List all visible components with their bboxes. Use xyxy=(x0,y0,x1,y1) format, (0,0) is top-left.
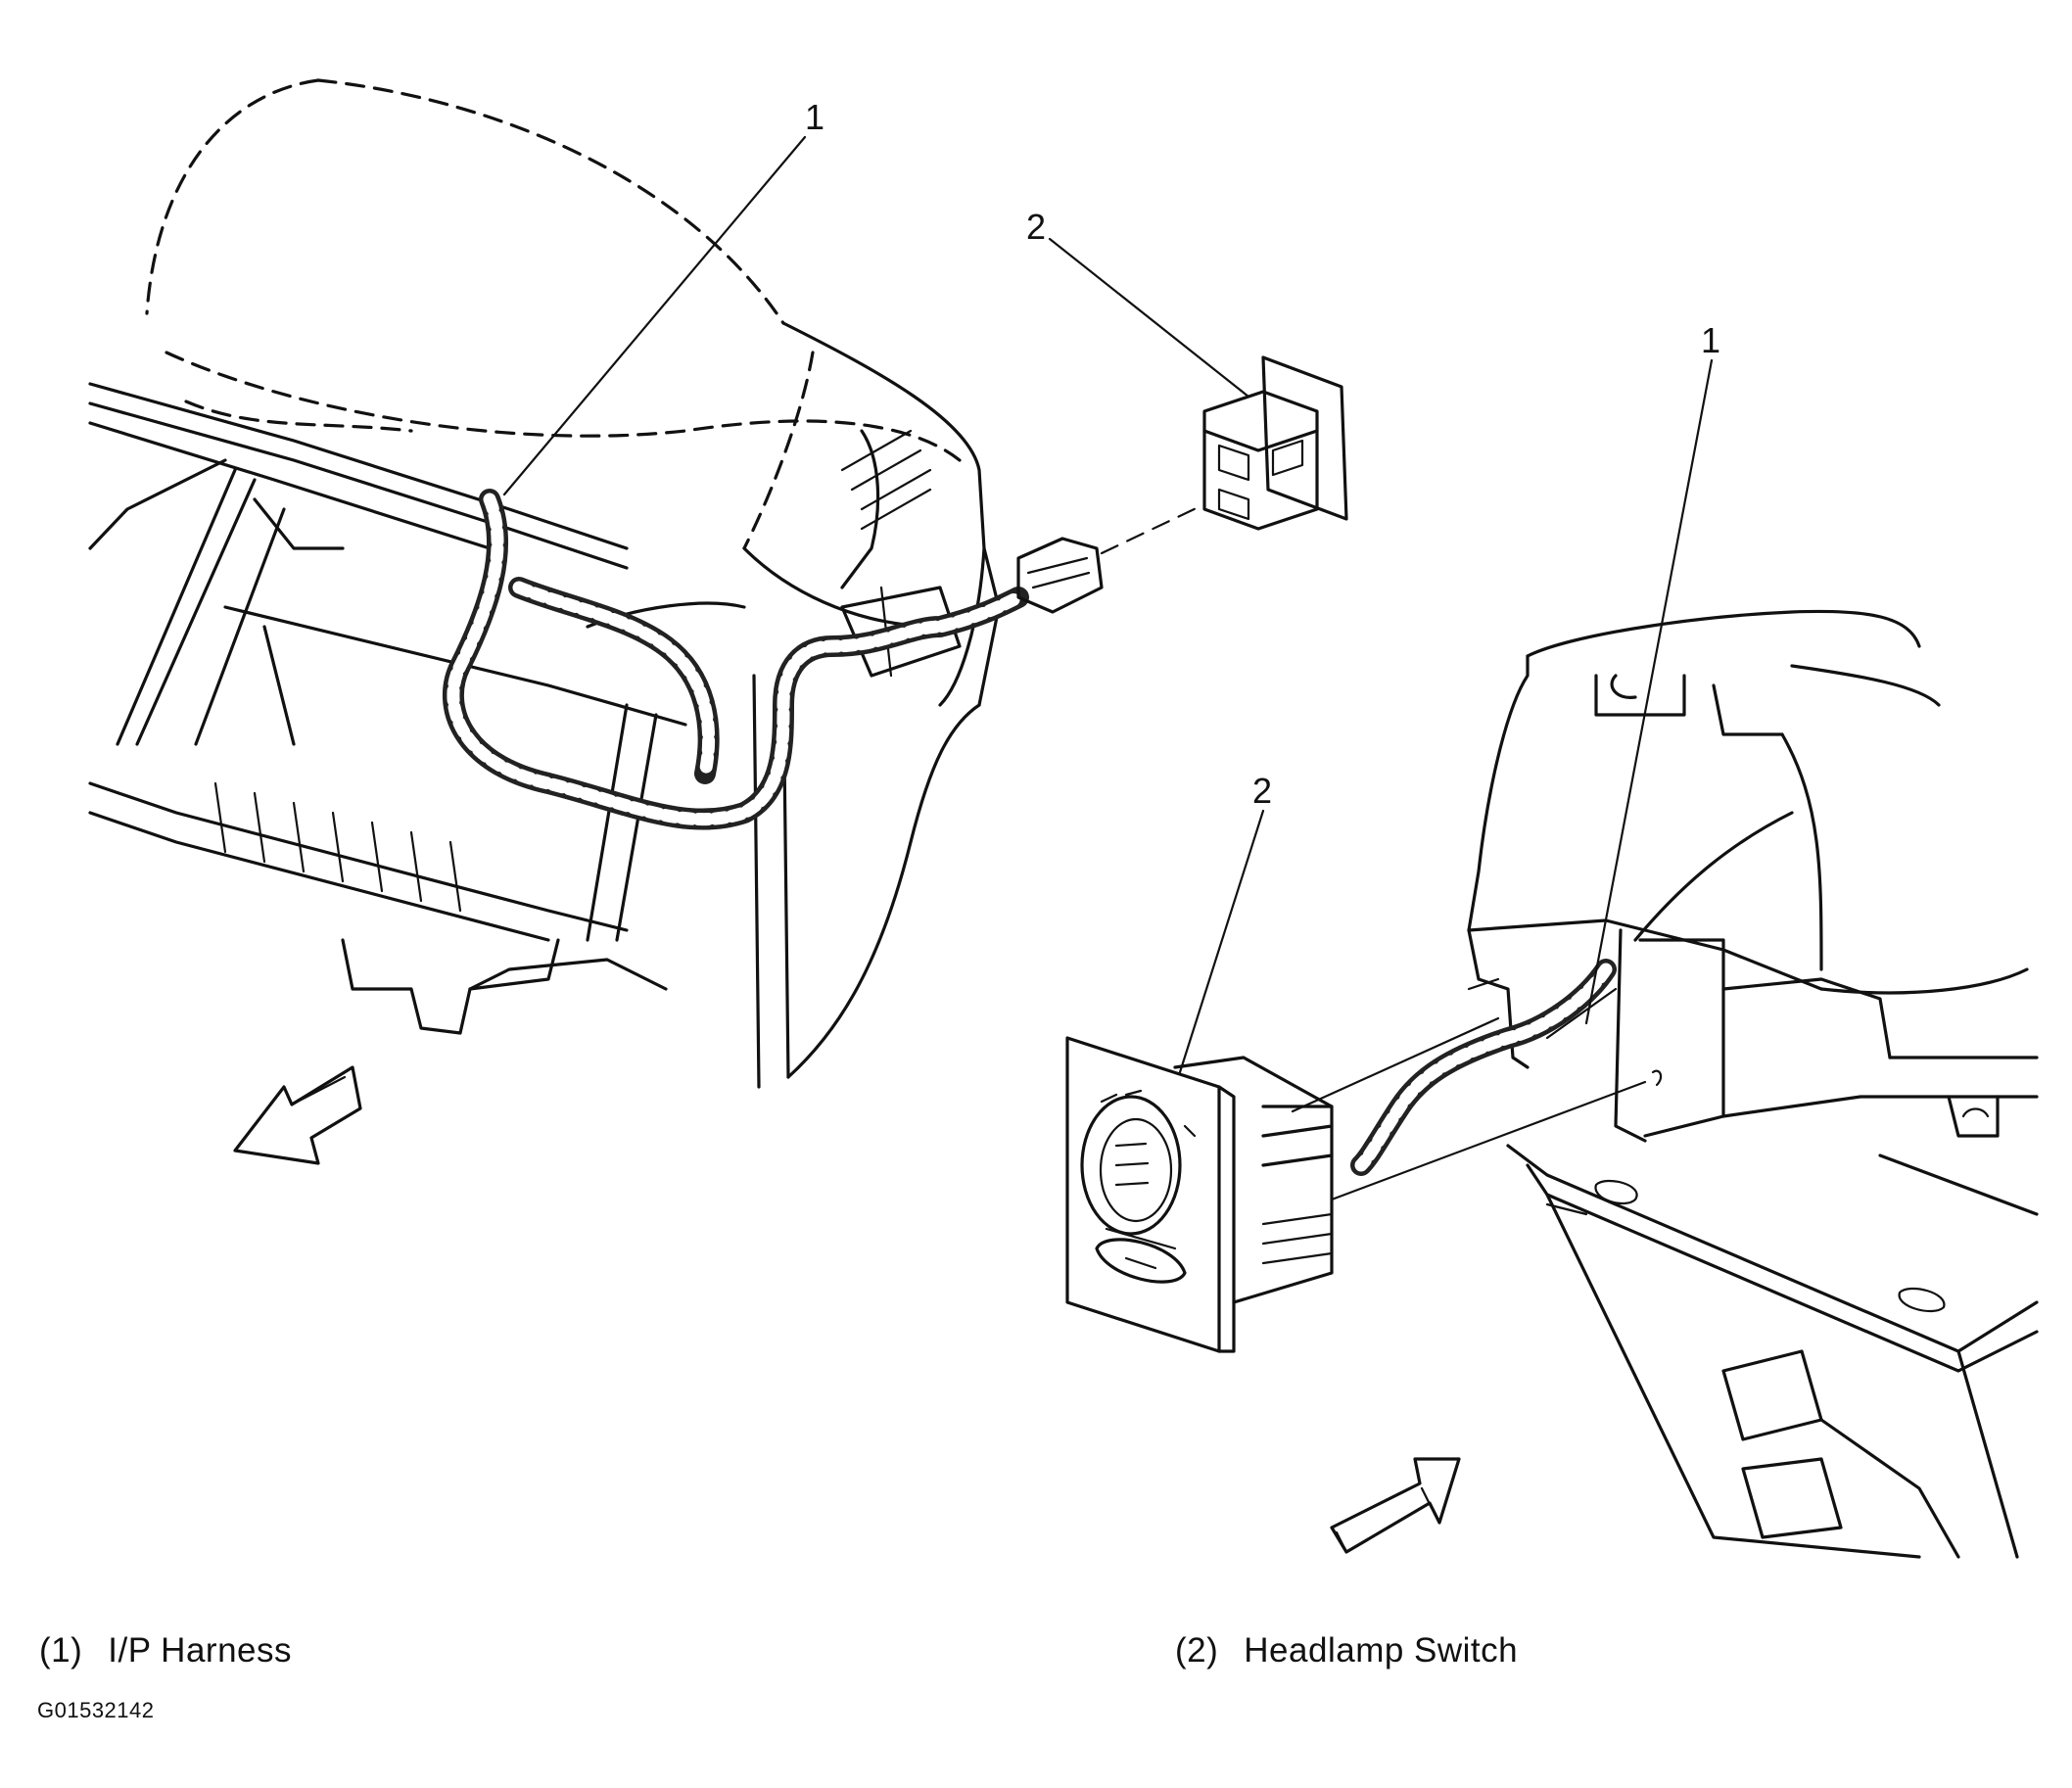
svg-text:2: 2 xyxy=(1026,207,1046,247)
legend-label: Headlamp Switch xyxy=(1244,1631,1519,1670)
callout-left-harness: 1 xyxy=(502,97,824,496)
headlamp-switch-exploded xyxy=(1100,355,1348,555)
headlamp-switch-installed xyxy=(1065,1016,1647,1353)
view-direction-arrow-icon xyxy=(233,1065,362,1165)
legend-number: (2) xyxy=(1175,1631,1219,1670)
right-instrument-panel-view xyxy=(1350,609,2039,1559)
svg-text:1: 1 xyxy=(805,97,824,137)
left-instrument-panel-view xyxy=(88,78,1104,1089)
svg-text:2: 2 xyxy=(1252,771,1272,811)
svg-text:1: 1 xyxy=(1701,320,1720,360)
callout-right-switch: 2 xyxy=(1178,771,1272,1074)
callout-right-harness: 1 xyxy=(1584,320,1720,1025)
legend-number: (1) xyxy=(39,1631,83,1670)
legend-item-headlamp-switch: (2) Headlamp Switch xyxy=(1175,1631,1518,1670)
view-direction-arrow-icon xyxy=(1330,1457,1461,1554)
legend-item-ip-harness: (1) I/P Harness xyxy=(39,1631,292,1670)
figure-id: G01532142 xyxy=(37,1698,155,1722)
legend-label: I/P Harness xyxy=(108,1631,292,1670)
callout-left-switch: 2 xyxy=(1026,207,1250,399)
